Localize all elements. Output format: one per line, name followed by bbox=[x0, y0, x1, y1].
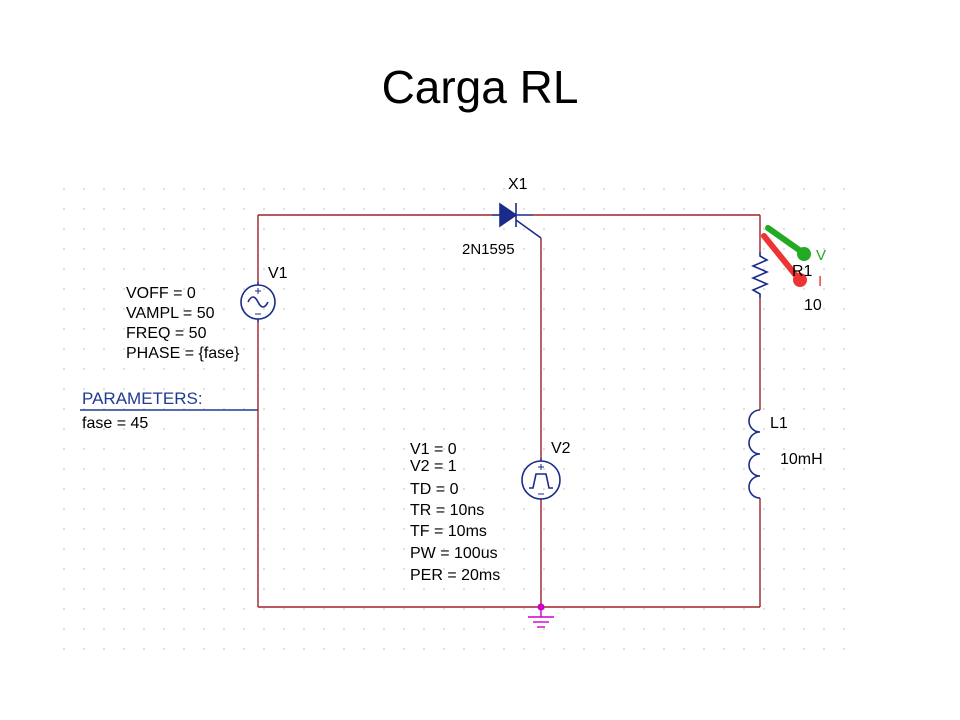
v1-param-freq: FREQ = 50 bbox=[126, 325, 207, 342]
voltage-probe[interactable] bbox=[765, 225, 811, 261]
source-v2[interactable] bbox=[521, 458, 561, 500]
parameters-value: fase = 45 bbox=[82, 415, 148, 432]
v2-param-v2: V2 = 1 bbox=[410, 458, 457, 475]
v2-param-per: PER = 20ms bbox=[410, 567, 500, 584]
parameters-header: PARAMETERS: bbox=[82, 389, 203, 408]
v1-param-vampl: VAMPL = 50 bbox=[126, 305, 215, 322]
v2-param-pw: PW = 100us bbox=[410, 545, 498, 562]
current-probe-label: I bbox=[818, 273, 822, 290]
source-v1[interactable] bbox=[240, 282, 276, 322]
v2-param-tf: TF = 10ms bbox=[410, 523, 487, 540]
l1-ref: L1 bbox=[770, 415, 788, 432]
v2-param-tr: TR = 10ns bbox=[410, 502, 484, 519]
v1-param-voff: VOFF = 0 bbox=[126, 285, 196, 302]
slide-title: Carga RL bbox=[381, 61, 579, 113]
wires bbox=[257, 214, 761, 608]
thyristor-x1[interactable] bbox=[492, 202, 542, 239]
v2-param-td: TD = 0 bbox=[410, 481, 459, 498]
v1-param-phase: PHASE = {fase} bbox=[126, 345, 240, 362]
x1-ref: X1 bbox=[508, 176, 528, 193]
v1-ref: V1 bbox=[268, 265, 288, 282]
x1-model: 2N1595 bbox=[462, 241, 515, 258]
current-probe[interactable] bbox=[761, 233, 807, 287]
v2-ref: V2 bbox=[551, 440, 571, 457]
inductor-l1[interactable] bbox=[748, 409, 761, 499]
r1-ref: R1 bbox=[792, 263, 813, 280]
voltage-probe-label: V bbox=[816, 247, 826, 264]
l1-value: 10mH bbox=[780, 451, 823, 468]
resistor-r1[interactable] bbox=[750, 252, 770, 298]
v2-param-v1: V1 = 0 bbox=[410, 441, 457, 458]
r1-value: 10 bbox=[804, 297, 822, 314]
ground-symbol bbox=[528, 603, 554, 628]
